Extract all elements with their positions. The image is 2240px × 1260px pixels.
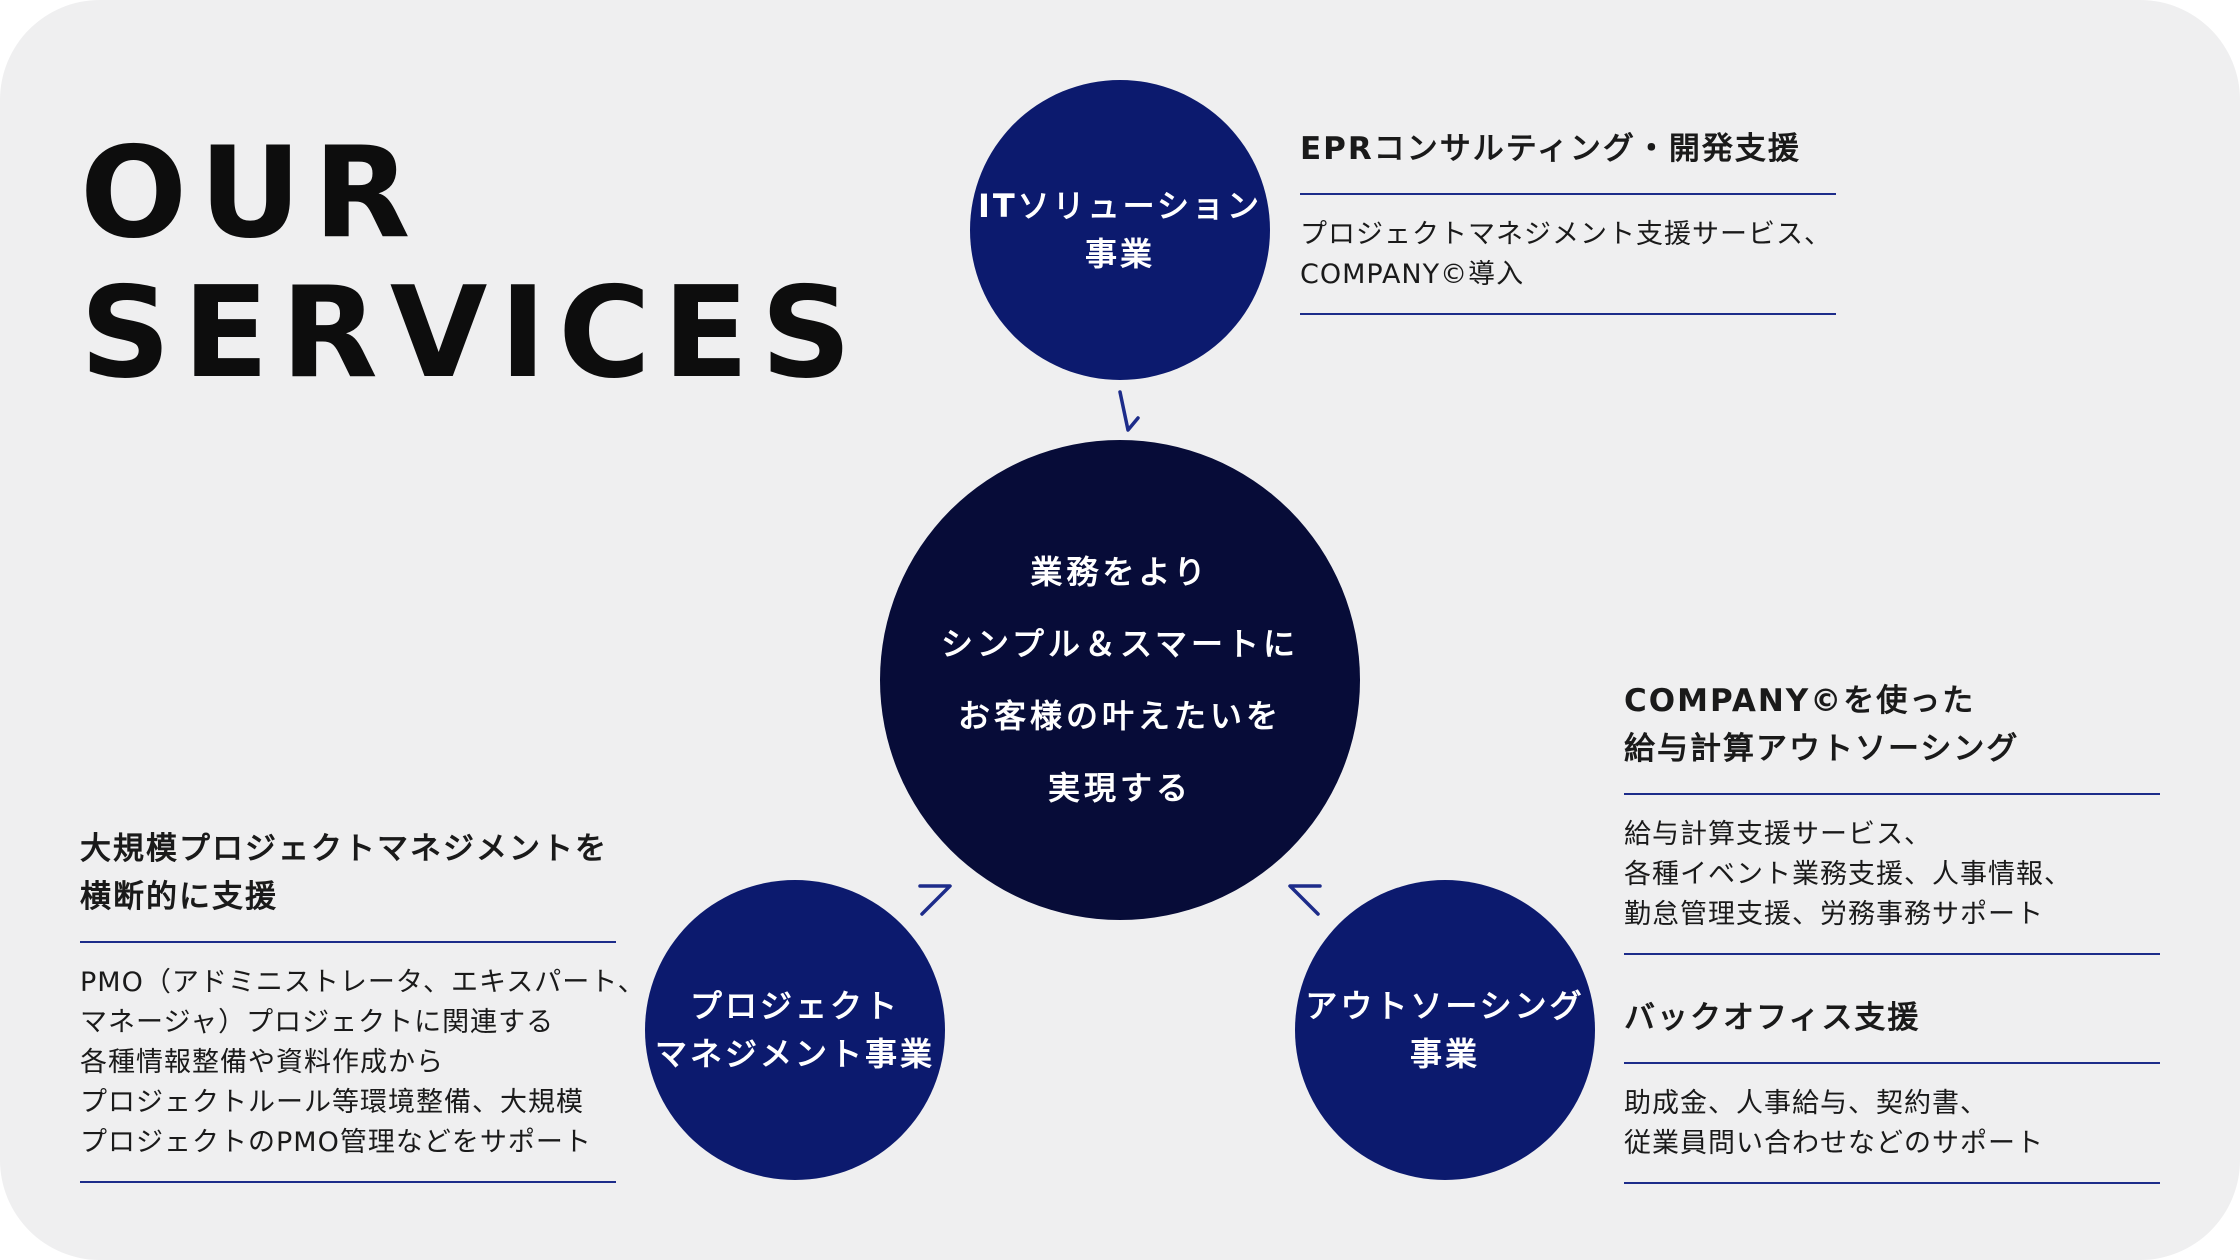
text-line: 実現する [1047, 769, 1192, 807]
text-line: プロジェクトルール等環境整備、大規模 [80, 1087, 584, 1118]
divider [1624, 1182, 2160, 1184]
service-pmo-desc: PMO（アドミニストレータ、エキスパート、マネージャ）プロジェクトに関連する各種… [80, 943, 646, 1181]
text-line: 各種イベント業務支援、人事情報、 [1624, 859, 2072, 890]
divider [1300, 313, 1836, 315]
divider [80, 1181, 616, 1183]
text-line: 給与計算アウトソーシング [1624, 731, 2020, 767]
service-backoffice-name: バックオフィス支援 [1624, 994, 2160, 1062]
service-backoffice-desc: 助成金、人事給与、契約書、従業員問い合わせなどのサポート [1624, 1064, 2160, 1182]
text-line: お客様の叶えたいを [957, 697, 1282, 735]
service-payroll-desc: 給与計算支援サービス、各種イベント業務支援、人事情報、勤怠管理支援、労務事務サポ… [1624, 795, 2160, 953]
text-line: ITソリューション [977, 187, 1263, 225]
divider [1624, 1062, 2160, 1064]
divider [1300, 193, 1836, 195]
text-line: バックオフィス支援 [1624, 1000, 1921, 1036]
arrow-out-to-center [1288, 884, 1322, 916]
divider [80, 941, 616, 943]
arrow-pm-to-center [918, 884, 952, 916]
text-line: 助成金、人事給与、契約書、 [1624, 1088, 1988, 1119]
text-line: 各種情報整備や資料作成から [80, 1047, 444, 1078]
node-project-management: プロジェクトマネジメント事業 [645, 880, 945, 1180]
text-line: マネージャ）プロジェクトに関連する [80, 1007, 555, 1038]
node-it-label: ITソリューション事業 [978, 182, 1262, 278]
text-line: 給与計算支援サービス、 [1624, 819, 1932, 850]
divider [1624, 793, 2160, 795]
service-erp-name: EPRコンサルティング・開発支援 [1300, 125, 1836, 193]
divider [1624, 953, 2160, 955]
text-line: EPRコンサルティング・開発支援 [1300, 131, 1801, 167]
text-line: COMPANY©導入 [1300, 259, 1525, 290]
center-message: 業務をよりシンプル＆スマートにお客様の叶えたいを実現する [941, 536, 1299, 824]
service-erp-desc: プロジェクトマネジメント支援サービス、 COMPANY©導入 [1300, 195, 1836, 313]
text-line: 大規模プロジェクトマネジメントを [80, 831, 608, 867]
text-line: 従業員問い合わせなどのサポート [1624, 1128, 2044, 1159]
service-backoffice: バックオフィス支援 助成金、人事給与、契約書、従業員問い合わせなどのサポート [1624, 994, 2160, 1184]
text-line: シンプル＆スマートに [940, 625, 1300, 663]
node-pm-label: プロジェクトマネジメント事業 [655, 982, 935, 1078]
text-line: 横断的に支援 [80, 879, 278, 915]
service-erp: EPRコンサルティング・開発支援 プロジェクトマネジメント支援サービス、 COMP… [1300, 125, 1836, 315]
text-line: 勤怠管理支援、労務事務サポート [1624, 899, 2044, 930]
node-outsourcing: アウトソーシング事業 [1295, 880, 1595, 1180]
text-line: マネジメント事業 [654, 1035, 935, 1073]
service-pmo: 大規模プロジェクトマネジメントを横断的に支援 PMO（アドミニストレータ、エキス… [80, 825, 646, 1183]
service-payroll-name: COMPANY©を使った給与計算アウトソーシング [1624, 677, 2160, 793]
service-pmo-name: 大規模プロジェクトマネジメントを横断的に支援 [80, 825, 616, 941]
node-center: 業務をよりシンプル＆スマートにお客様の叶えたいを実現する [880, 440, 1360, 920]
text-line: プロジェクトのPMO管理などをサポート [80, 1127, 592, 1158]
text-line: COMPANY©を使った [1624, 683, 1976, 719]
node-out-label: アウトソーシング事業 [1305, 982, 1584, 1078]
title-line-2: SERVICES [80, 259, 864, 406]
text-line: 事業 [1409, 1035, 1480, 1073]
service-payroll: COMPANY©を使った給与計算アウトソーシング 給与計算支援サービス、各種イベ… [1624, 677, 2160, 955]
text-line: アウトソーシング [1305, 987, 1585, 1025]
text-line: 事業 [1084, 235, 1155, 273]
text-line: PMO（アドミニストレータ、エキスパート、 [80, 967, 646, 998]
title-line-1: OUR [80, 119, 423, 266]
text-line: 業務をより [1030, 553, 1210, 591]
arrow-it-to-center [1118, 390, 1140, 432]
text-line: プロジェクトマネジメント支援サービス、 [1300, 219, 1832, 250]
node-it-solution: ITソリューション事業 [970, 80, 1270, 380]
text-line: プロジェクト [689, 987, 900, 1025]
